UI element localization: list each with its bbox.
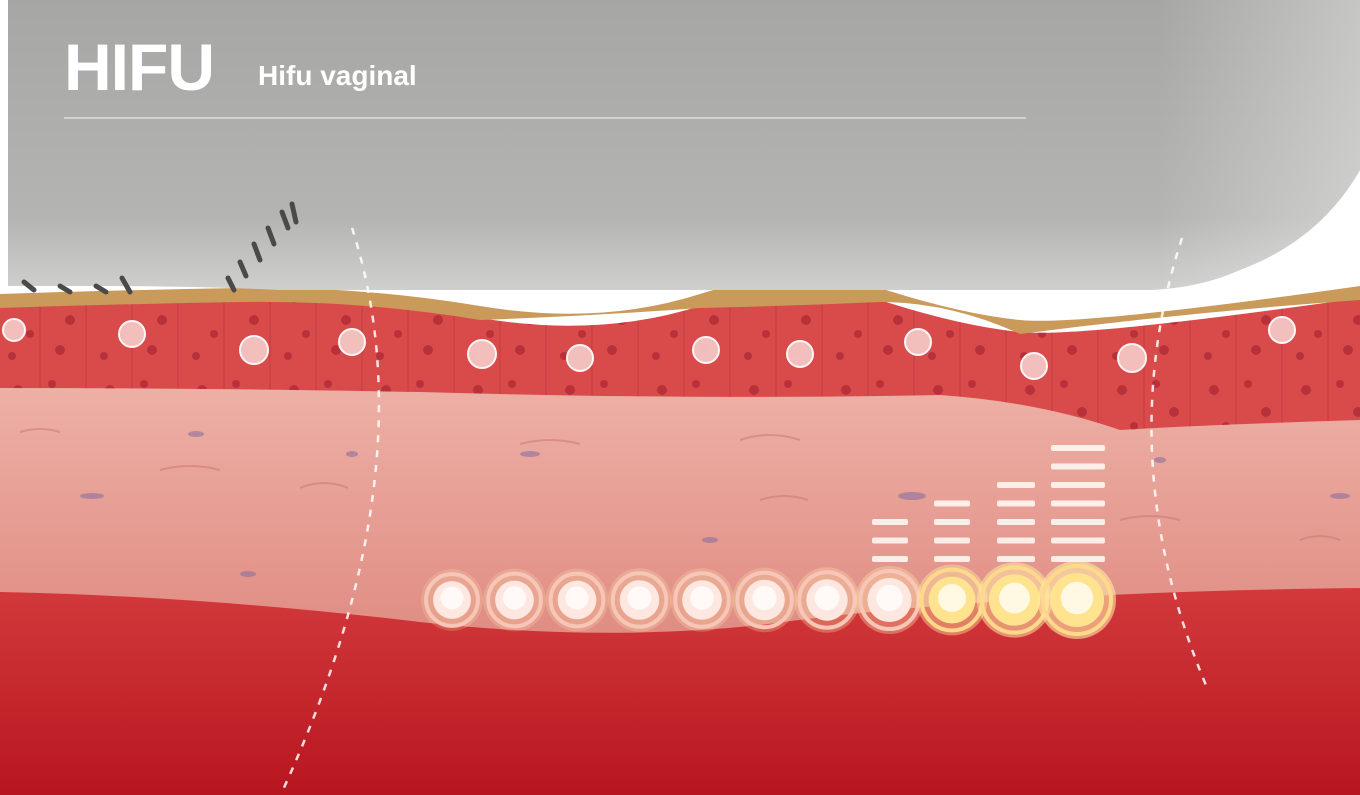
energy-bar-segment (934, 501, 970, 507)
focal-points (421, 561, 1116, 639)
energy-bar-segment (1051, 464, 1105, 470)
energy-bar-segment (1051, 501, 1105, 507)
energy-bar-segment (934, 519, 970, 525)
focal-point (670, 568, 734, 632)
title-divider (64, 117, 1026, 119)
energy-bar-segment (872, 538, 908, 544)
energy-bar-segment (1051, 538, 1105, 544)
energy-bar-segment (934, 538, 970, 544)
energy-bar-segment (1051, 556, 1105, 562)
energy-bar-segment (997, 556, 1035, 562)
energy-bar-segment (997, 482, 1035, 488)
energy-bar-segment (1051, 482, 1105, 488)
energy-bar-segment (1051, 519, 1105, 525)
focal-point (794, 567, 859, 632)
focal-point (732, 568, 797, 633)
energy-bar-segment (872, 519, 908, 525)
energy-bar-segment (1051, 445, 1105, 451)
energy-bar-segment (872, 556, 908, 562)
page-subtitle: Hifu vaginal (258, 62, 417, 90)
page-title: HIFU (64, 34, 214, 100)
energy-bar-segment (997, 501, 1035, 507)
focal-point (546, 569, 609, 632)
focal-point (1038, 561, 1116, 639)
focal-point (917, 565, 988, 636)
focal-point (855, 566, 923, 634)
energy-bar-segment (934, 556, 970, 562)
energy-bar-segment (997, 519, 1035, 525)
energy-bar-segment (997, 538, 1035, 544)
focal-point (608, 568, 672, 632)
focal-point (421, 569, 483, 631)
focal-point (483, 569, 546, 632)
